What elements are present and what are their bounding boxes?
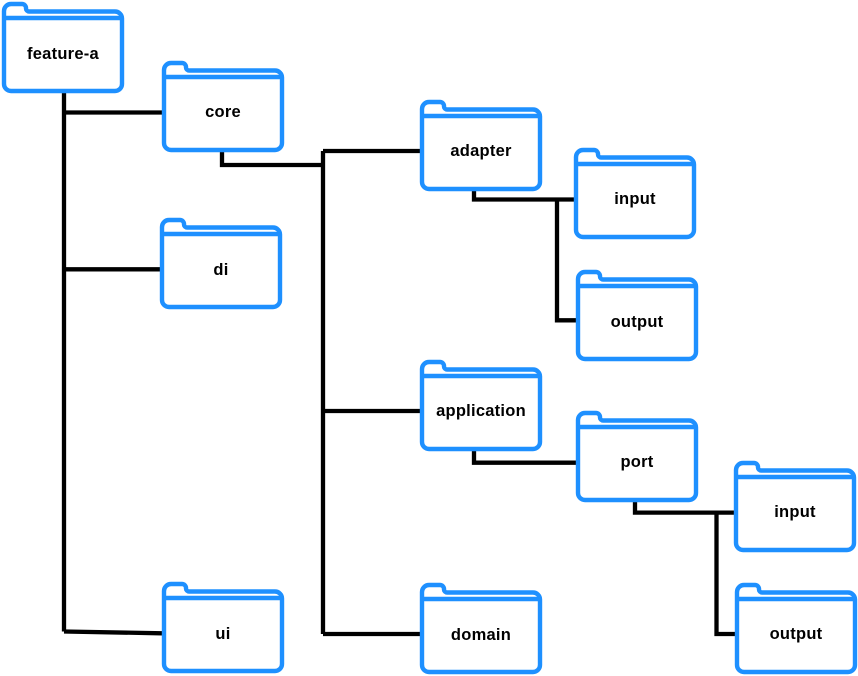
svg-text:port: port: [620, 453, 653, 471]
svg-text:di: di: [213, 261, 228, 279]
svg-text:feature-a: feature-a: [27, 45, 100, 63]
svg-text:output: output: [611, 313, 664, 331]
svg-text:application: application: [436, 402, 526, 420]
svg-text:domain: domain: [451, 626, 511, 644]
svg-text:input: input: [614, 190, 656, 208]
svg-text:ui: ui: [215, 625, 230, 643]
svg-text:input: input: [774, 503, 816, 521]
svg-text:adapter: adapter: [450, 142, 512, 160]
svg-text:core: core: [205, 103, 241, 121]
svg-text:output: output: [770, 625, 823, 643]
